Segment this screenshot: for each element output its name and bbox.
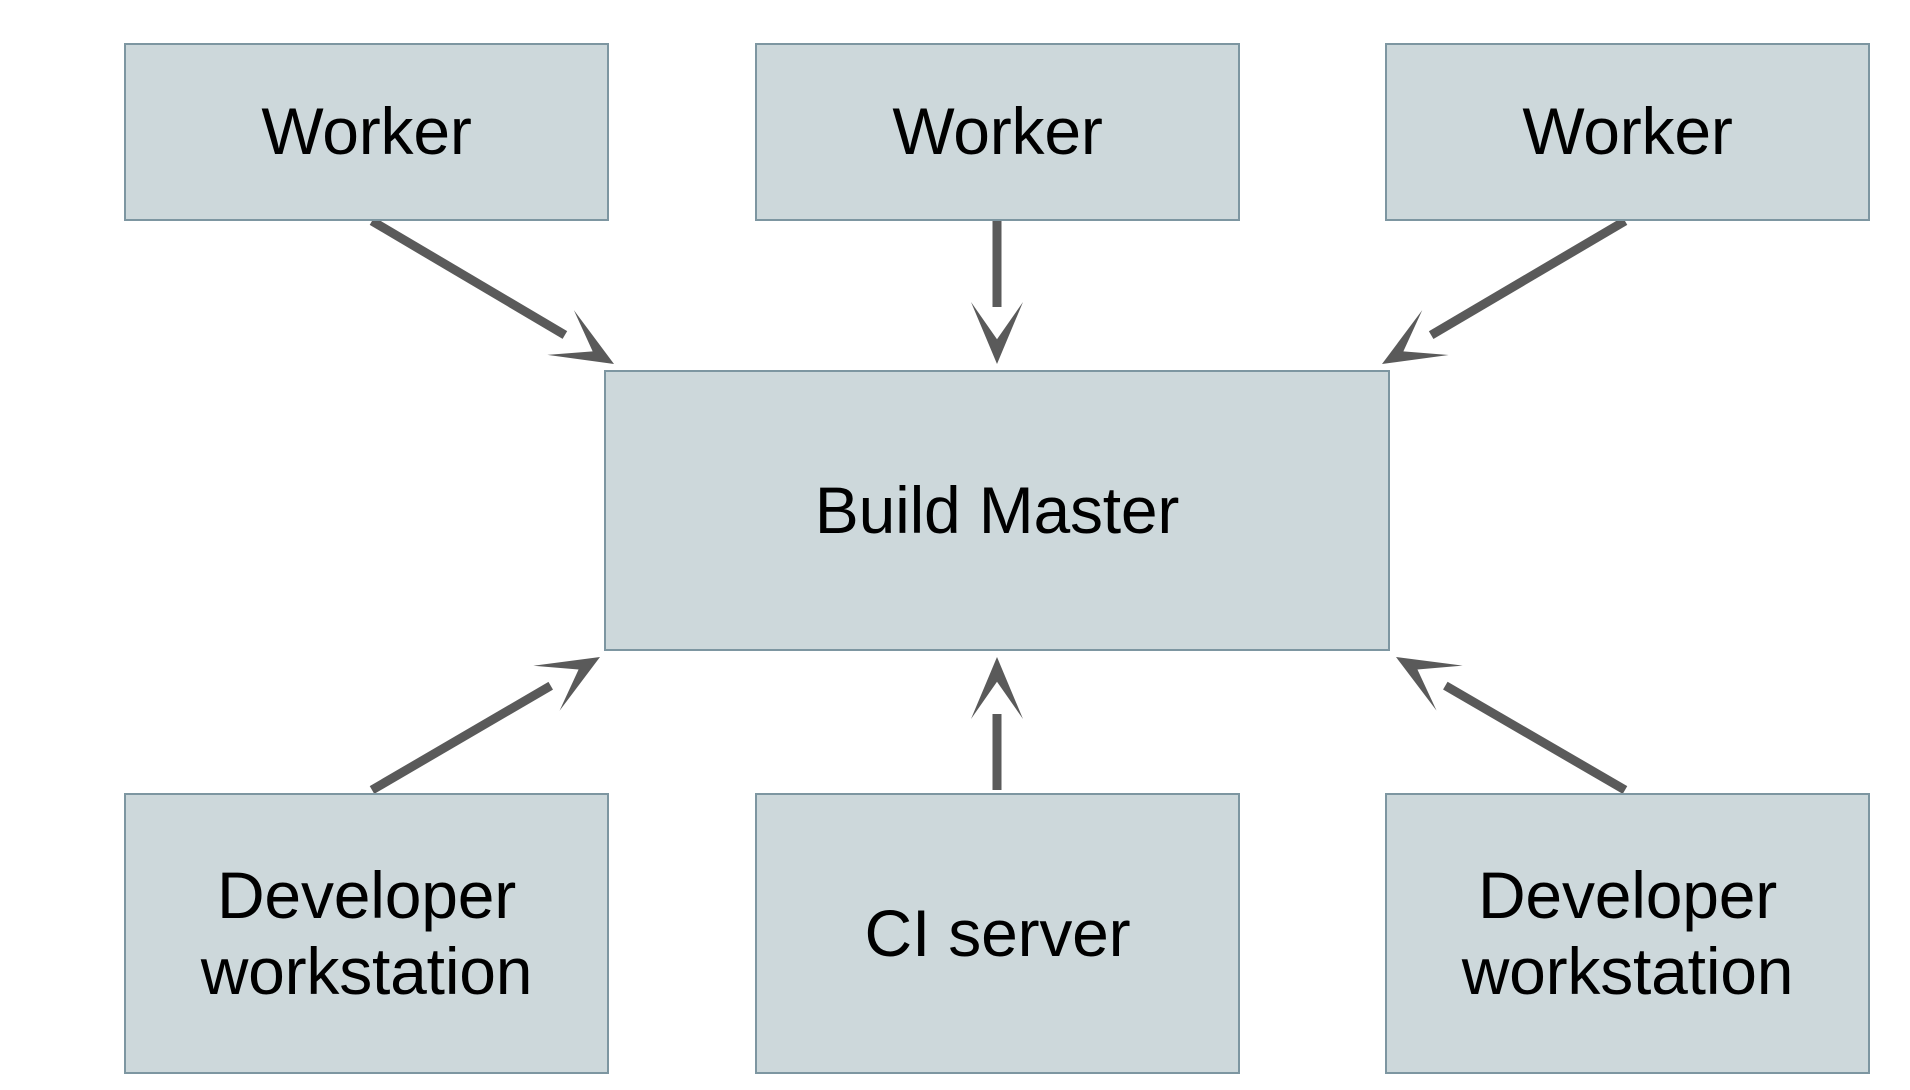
node-worker-2-label: Worker [892, 94, 1103, 169]
edge-devleft-to-master [369, 657, 600, 794]
edge-ci-to-master [971, 657, 1023, 790]
node-build-master-label: Build Master [814, 472, 1180, 547]
edge-worker3-to-master [1382, 217, 1628, 364]
node-developer-workstation-right-label: Developer workstation [1461, 858, 1794, 1008]
edge-devright-to-master [1396, 657, 1628, 794]
edge-worker1-to-master [369, 217, 614, 364]
node-ci-server-label: CI server [864, 895, 1131, 970]
node-worker-3[interactable]: Worker [1385, 43, 1870, 221]
node-worker-3-label: Worker [1522, 94, 1733, 169]
node-worker-2[interactable]: Worker [755, 43, 1240, 221]
node-developer-workstation-right[interactable]: Developer workstation [1385, 793, 1870, 1074]
node-worker-1-label: Worker [261, 94, 472, 169]
node-worker-1[interactable]: Worker [124, 43, 609, 221]
node-developer-workstation-left-label: Developer workstation [200, 858, 533, 1008]
edge-worker2-to-master [971, 221, 1023, 364]
node-build-master[interactable]: Build Master [604, 370, 1390, 651]
node-developer-workstation-left[interactable]: Developer workstation [124, 793, 609, 1074]
node-ci-server[interactable]: CI server [755, 793, 1240, 1074]
